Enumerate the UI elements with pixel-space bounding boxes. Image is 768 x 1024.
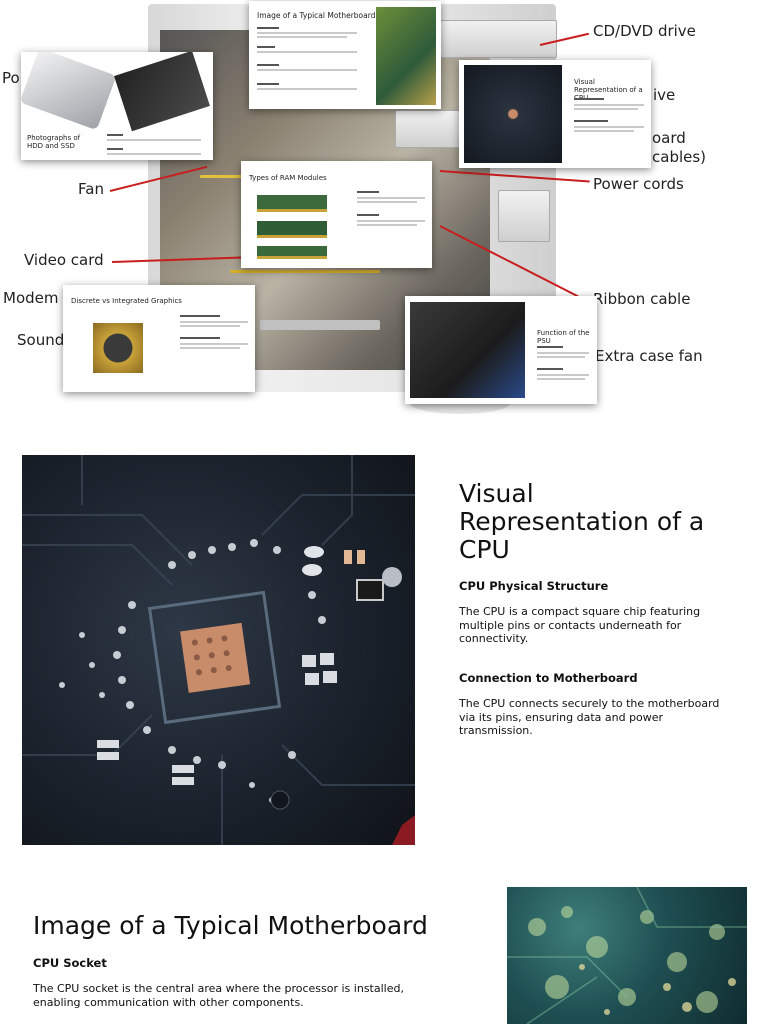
hero-collage: CD/DVD drive Po ive oard cables) Fan Pow… bbox=[0, 0, 768, 425]
cpu-connection-text: The CPU connects securely to the motherb… bbox=[459, 697, 720, 738]
slide-line bbox=[537, 368, 563, 370]
slide-line bbox=[180, 343, 248, 345]
ram-module-image bbox=[257, 221, 327, 238]
slide-line bbox=[107, 134, 123, 136]
slide-line bbox=[257, 36, 347, 38]
cpu-section-title: Visual Representation of a CPU bbox=[459, 479, 705, 564]
drive-bay bbox=[498, 190, 550, 242]
slide-line bbox=[537, 356, 585, 358]
slide-title: Discrete vs Integrated Graphics bbox=[71, 297, 182, 305]
slide-line bbox=[357, 214, 379, 216]
callout-drive: ive bbox=[653, 86, 676, 104]
callout-cables: cables) bbox=[652, 148, 707, 166]
slide-thumbnail-graphics: Discrete vs Integrated Graphics bbox=[63, 285, 255, 392]
callout-ribbon-cable: Ribbon cable bbox=[593, 290, 691, 308]
slide-line bbox=[107, 153, 201, 155]
callout-video-card: Video card bbox=[24, 251, 104, 269]
slide-line bbox=[357, 224, 417, 226]
slide-line bbox=[574, 98, 604, 100]
slide-title: Image of a Typical Motherboard bbox=[257, 11, 376, 20]
ram-module-image bbox=[257, 246, 327, 259]
ribbon-cable-shape bbox=[260, 320, 380, 330]
slide-title: Photographs of HDD and SSD bbox=[27, 134, 81, 151]
chip-image bbox=[93, 323, 143, 373]
callout-cd-dvd-drive: CD/DVD drive bbox=[593, 22, 696, 40]
slide-line bbox=[107, 148, 123, 150]
slide-thumbnail-ram: Types of RAM Modules bbox=[241, 161, 432, 268]
slide-title: Function of the PSU bbox=[537, 329, 590, 346]
slide-line bbox=[257, 46, 275, 48]
slide-line bbox=[180, 315, 220, 317]
slide-line bbox=[257, 32, 357, 34]
slide-line bbox=[574, 108, 638, 110]
slide-line bbox=[574, 104, 644, 106]
slide-line bbox=[257, 88, 357, 90]
motherboard-section-title: Image of a Typical Motherboard bbox=[33, 911, 428, 940]
slide-image bbox=[464, 65, 562, 163]
slide-line bbox=[537, 378, 585, 380]
psu-image bbox=[410, 302, 525, 398]
slide-line bbox=[180, 347, 240, 349]
slide-line bbox=[537, 352, 589, 354]
slide-line bbox=[537, 346, 563, 348]
slide-line bbox=[257, 69, 357, 71]
slide-line bbox=[574, 130, 634, 132]
callout-motherboard: oard bbox=[652, 129, 686, 147]
slide-line bbox=[357, 220, 425, 222]
slide-line bbox=[574, 120, 608, 122]
slide-line bbox=[257, 27, 279, 29]
callout-power-supply: Po bbox=[2, 69, 20, 87]
slide-line bbox=[257, 83, 279, 85]
motherboard-bokeh bbox=[507, 887, 747, 1024]
cpu-structure-text: The CPU is a compact square chip featuri… bbox=[459, 605, 701, 646]
hdd-image bbox=[21, 52, 117, 131]
slide-thumbnail-psu: Function of the PSU bbox=[405, 296, 597, 404]
slide-line bbox=[574, 126, 644, 128]
slide-line bbox=[107, 139, 201, 141]
ssd-image bbox=[114, 52, 210, 132]
motherboard-photo bbox=[507, 887, 747, 1024]
slide-image bbox=[376, 7, 436, 105]
slide-line bbox=[257, 64, 279, 66]
slide-line bbox=[537, 374, 589, 376]
slide-line bbox=[180, 321, 248, 323]
ram-module-image bbox=[257, 195, 327, 212]
slide-line bbox=[180, 337, 220, 339]
slide-line bbox=[357, 201, 417, 203]
cpu-socket-text: The CPU socket is the central area where… bbox=[33, 982, 404, 1009]
slide-line bbox=[357, 197, 425, 199]
callout-power-cords: Power cords bbox=[593, 175, 684, 193]
slide-thumbnail-cpu: Visual Representation of a CPU bbox=[459, 60, 651, 168]
callout-sound-card: Sound bbox=[17, 331, 65, 349]
slide-title: Types of RAM Modules bbox=[249, 174, 327, 182]
cpu-connection-heading: Connection to Motherboard bbox=[459, 671, 638, 685]
callout-extra-case-fan: Extra case fan bbox=[595, 347, 703, 365]
slide-line bbox=[357, 191, 379, 193]
slide-line bbox=[180, 325, 240, 327]
slide-thumbnail-hdd-ssd: Photographs of HDD and SSD bbox=[21, 52, 213, 160]
cpu-socket-heading: CPU Socket bbox=[33, 956, 107, 970]
slide-line bbox=[257, 51, 357, 53]
cpu-structure-heading: CPU Physical Structure bbox=[459, 579, 609, 593]
callout-modem: Modem bbox=[3, 289, 59, 307]
wire bbox=[230, 270, 380, 273]
slide-thumbnail-motherboard: Image of a Typical Motherboard bbox=[249, 1, 441, 109]
cpu-illustration bbox=[22, 455, 415, 845]
callout-fan: Fan bbox=[78, 180, 104, 198]
cpu-photo bbox=[22, 455, 415, 845]
